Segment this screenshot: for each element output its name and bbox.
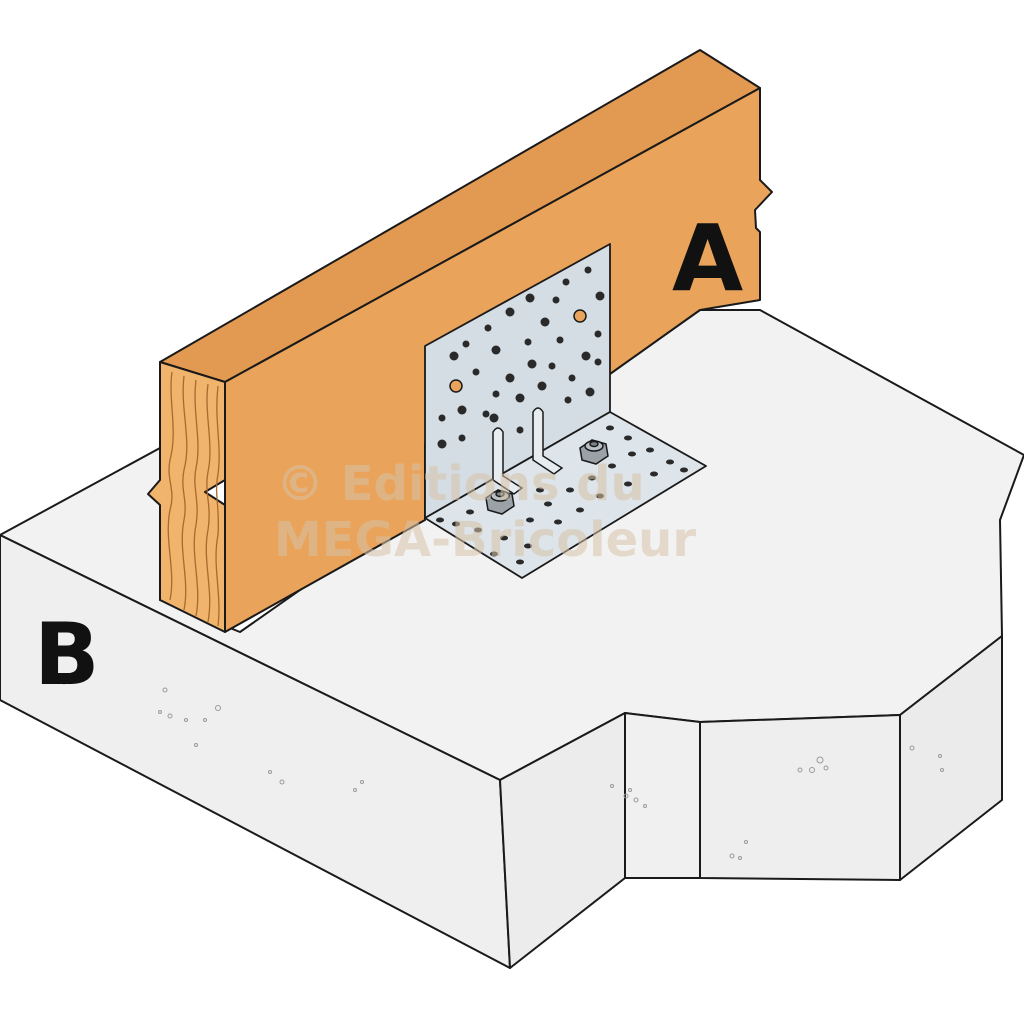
label-slab: B bbox=[34, 605, 100, 705]
anchor-bolt-left bbox=[485, 489, 515, 515]
bracket-ribs bbox=[492, 407, 564, 495]
bracket-holes-vertical bbox=[437, 266, 605, 449]
bracket-holes-horizontal bbox=[436, 425, 688, 565]
timber-grain bbox=[167, 371, 220, 627]
timber-end-face bbox=[147, 361, 226, 633]
anchor-bolt-right bbox=[579, 439, 609, 465]
concrete-texture bbox=[61, 679, 944, 860]
slab-front-face-middle bbox=[624, 712, 701, 879]
label-timber: A bbox=[672, 205, 743, 312]
slab-front-face-corner bbox=[899, 635, 1003, 881]
watermark-line-1: © Editions du bbox=[276, 456, 645, 512]
watermark-line-2: MEGA-Bricoleur bbox=[274, 512, 696, 568]
